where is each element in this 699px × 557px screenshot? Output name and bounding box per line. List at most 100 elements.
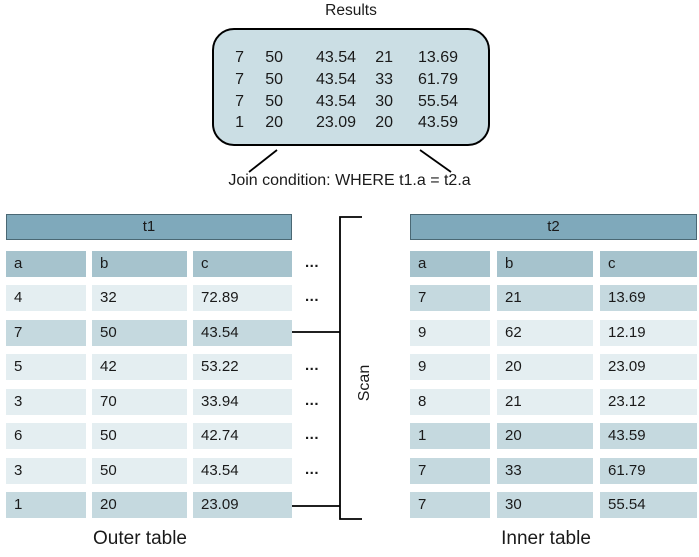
- table-cell: 9: [410, 319, 490, 346]
- results-value: 61.79: [417, 70, 458, 88]
- table-row: 8 21 23.12: [410, 388, 697, 415]
- table-cell: 43.54: [193, 319, 292, 346]
- outer-table-title: t1: [6, 214, 292, 240]
- results-right-leg-line: [419, 149, 452, 173]
- results-value: 20: [265, 114, 283, 132]
- table-cell: 50: [92, 319, 187, 346]
- table-cell: 23.09: [600, 354, 697, 380]
- table-cell: 3: [6, 388, 86, 415]
- table-cell: 42.74: [193, 423, 292, 449]
- results-box: [212, 28, 490, 146]
- results-value: 7: [235, 70, 244, 88]
- table-cell: 72.89: [193, 285, 292, 311]
- table-cell: 61.79: [600, 457, 697, 484]
- table-cell: 20: [92, 492, 187, 518]
- table-cell: 7: [410, 492, 490, 518]
- results-value: 7: [235, 49, 244, 66]
- table-row: 7 21 13.69: [410, 285, 697, 311]
- table-cell: 43.54: [193, 457, 292, 484]
- table-cell: 21: [497, 388, 593, 415]
- table-cell: 7: [6, 319, 86, 346]
- results-value: 50: [265, 92, 283, 110]
- table-cell: 23.09: [193, 492, 292, 518]
- table-cell: 9: [410, 354, 490, 380]
- table-cell: 23.12: [600, 388, 697, 415]
- table-cell: 70: [92, 388, 187, 415]
- table-cell: 8: [410, 388, 490, 415]
- table-cell: 50: [92, 457, 187, 484]
- column-header-b: b: [497, 251, 593, 277]
- table-cell: 7: [410, 457, 490, 484]
- results-value: 43.54: [315, 70, 356, 88]
- table-cell: 4: [6, 285, 86, 311]
- results-value: 50: [265, 49, 283, 66]
- results-value: 33: [375, 70, 393, 88]
- table-cell: 30: [497, 492, 593, 518]
- column-header-c: c: [600, 251, 697, 277]
- inner-table-caption: Inner table: [501, 528, 591, 549]
- table-cell: 12.19: [600, 319, 697, 346]
- results-value: 13.69: [417, 49, 458, 66]
- results-value: 1: [235, 114, 244, 132]
- table-cell: 5: [6, 354, 86, 380]
- ellipsis: ...: [305, 254, 320, 271]
- ellipsis: ...: [305, 426, 320, 443]
- table-cell: 6: [6, 423, 86, 449]
- results-value: 20: [375, 114, 393, 132]
- table-row: 7 30 55.54: [410, 492, 697, 518]
- ellipsis: ...: [305, 460, 320, 478]
- ellipsis: ...: [305, 391, 320, 409]
- table-row: 9 20 23.09: [410, 354, 697, 380]
- table-cell: 3: [6, 457, 86, 484]
- table-cell: 42: [92, 354, 187, 380]
- column-header-a: a: [410, 251, 490, 277]
- outer-table-caption: Outer table: [93, 528, 187, 549]
- results-value: 55.54: [417, 92, 458, 110]
- results-value: 50: [265, 70, 283, 88]
- results-value: 23.09: [315, 114, 356, 132]
- table-cell: 20: [497, 423, 593, 449]
- ellipsis: ...: [305, 357, 320, 374]
- results-value: 21: [375, 49, 393, 66]
- join-condition-label: Join condition: WHERE t1.a = t2.a: [228, 172, 471, 189]
- results-value: 43.59: [417, 114, 458, 132]
- column-header-c: c: [193, 251, 292, 277]
- table-row: 1 20 43.59: [410, 423, 697, 449]
- column-header-a: a: [6, 251, 86, 277]
- ellipsis: ...: [305, 288, 320, 305]
- results-value: 30: [375, 92, 393, 110]
- table-cell: 55.54: [600, 492, 697, 518]
- table-cell: 13.69: [600, 285, 697, 311]
- table-cell: 33.94: [193, 388, 292, 415]
- table-cell: 1: [410, 423, 490, 449]
- table-cell: 1: [6, 492, 86, 518]
- table-cell: 62: [497, 319, 593, 346]
- table-cell: 50: [92, 423, 187, 449]
- table-cell: 53.22: [193, 354, 292, 380]
- table-cell: 7: [410, 285, 490, 311]
- results-value: 7: [235, 92, 244, 110]
- table-cell: 21: [497, 285, 593, 311]
- table-row: 9 62 12.19: [410, 319, 697, 346]
- results-left-leg-line: [248, 149, 278, 173]
- table-cell: 20: [497, 354, 593, 380]
- scan-label: Scan: [356, 364, 373, 402]
- table-cell: 43.59: [600, 423, 697, 449]
- table-cell: 32: [92, 285, 187, 311]
